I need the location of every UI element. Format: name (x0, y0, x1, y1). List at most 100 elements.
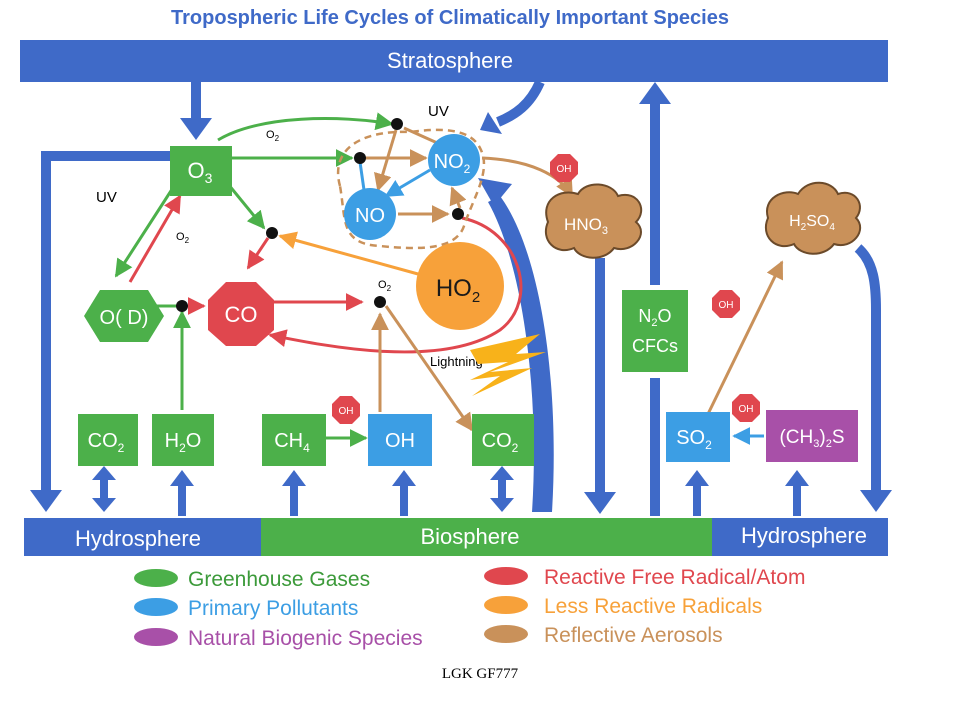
dms-exchange (785, 470, 809, 516)
strat-to-o3-head (180, 118, 212, 140)
junction-up-no2 (449, 186, 467, 209)
co2-right-node: CO2 (472, 414, 534, 466)
svg-text:OH: OH (385, 430, 415, 452)
legend: Greenhouse Gases Primary Pollutants Natu… (134, 566, 805, 650)
hydrosphere-left-band (24, 518, 261, 556)
svg-text:Less Reactive Radicals: Less Reactive Radicals (544, 595, 762, 618)
svg-text:OH: OH (557, 164, 572, 175)
no2-to-no (384, 168, 431, 198)
co-node: CO (208, 282, 274, 346)
ch4-exchange (282, 470, 306, 516)
o2-mid-label: O2 (176, 231, 190, 245)
junction-to-co2 (384, 305, 474, 432)
legend-swatch (484, 567, 528, 585)
reaction-junctions (176, 118, 464, 312)
slide-caption: LGK GF777 (441, 666, 519, 682)
legend-swatch (134, 569, 178, 587)
bottom-bands: Hydrosphere Biosphere Hydrosphere (24, 518, 888, 556)
n2o-cfcs-node: N2O CFCs (622, 290, 688, 372)
oh-badge-hno3: OH (550, 154, 578, 182)
oh-badge-ch4: OH (332, 396, 360, 424)
legend-swatch (134, 628, 178, 646)
n2o-to-strat-head (639, 82, 671, 104)
junction-dot (391, 118, 403, 130)
svg-text:NO: NO (355, 205, 385, 227)
no-node: NO (344, 188, 396, 240)
lightning-label: Lightning (430, 354, 483, 369)
o3-to-co-junction (226, 183, 266, 230)
o1d-node: O( D) (84, 290, 164, 342)
svg-text:Reflective Aerosols: Reflective Aerosols (544, 624, 723, 647)
svg-text:HO2: HO2 (436, 275, 480, 306)
h2o-node: H2O (152, 414, 214, 466)
reaction-labels: UV UV O2 O2 O2 Lightning (96, 103, 483, 369)
so2-node: SO2 (666, 412, 730, 462)
surface-exchange-arrows (92, 466, 809, 516)
svg-text:O3: O3 (188, 158, 213, 186)
oh-badge-so2: OH (732, 394, 760, 422)
svg-text:CO2: CO2 (88, 430, 125, 455)
legend-swatch (484, 596, 528, 614)
hno3-node: HNO3 (545, 183, 643, 259)
ch4-node: CH4 (262, 414, 326, 466)
junction-dot (354, 152, 366, 164)
legend-item-biogenic: Natural Biogenic Species (134, 627, 423, 650)
o1d-to-o3 (128, 194, 182, 283)
stratosphere-label: Stratosphere (387, 48, 513, 73)
ho2-node: HO2 (416, 242, 504, 330)
svg-text:CO2: CO2 (482, 430, 519, 455)
legend-item-pollutants: Primary Pollutants (134, 597, 358, 620)
h2so4-to-hydro-head (860, 490, 892, 512)
o3-to-hydrosphere-head (30, 490, 62, 512)
biosphere-band (261, 518, 712, 556)
legend-item-greenhouse: Greenhouse Gases (134, 568, 370, 591)
legend-swatch (134, 598, 178, 616)
hydrosphere-right-band (712, 518, 888, 556)
legend-item-less-reactive: Less Reactive Radicals (484, 595, 762, 618)
junction-dot (266, 227, 278, 239)
so2-to-h2so4 (706, 260, 784, 415)
so2-exchange (685, 470, 709, 516)
svg-text:Reactive Free Radical/Atom: Reactive Free Radical/Atom (544, 566, 805, 589)
o3-to-o1d (114, 179, 180, 278)
oh-badge-n2o: OH (712, 290, 740, 318)
no2-node: NO2 (428, 134, 480, 186)
svg-text:OH: OH (339, 406, 354, 417)
svg-text:OH: OH (739, 404, 754, 415)
svg-text:Natural Biogenic Species: Natural Biogenic Species (188, 627, 423, 650)
no-junction-down (358, 161, 366, 191)
ho2-red-loop (268, 216, 523, 354)
no2-to-hno3 (481, 156, 574, 198)
svg-text:CO: CO (225, 302, 258, 327)
svg-text:CFCs: CFCs (632, 336, 678, 356)
uv-left-label: UV (96, 189, 117, 206)
legend-swatch (484, 625, 528, 643)
o2-top-label: O2 (266, 129, 280, 143)
svg-text:OH: OH (719, 300, 734, 311)
svg-text:NO2: NO2 (434, 151, 471, 176)
h2so4-to-hydro-path (854, 244, 881, 490)
biosphere-label: Biosphere (420, 524, 519, 549)
h2so4-node: H2SO4 (765, 181, 862, 255)
svg-text:H2SO4: H2SO4 (789, 213, 835, 233)
co2-right-exchange (490, 466, 514, 512)
diagram-title: Tropospheric Life Cycles of Climatically… (171, 7, 729, 29)
co2-left-exchange (92, 466, 116, 512)
svg-text:SO2: SO2 (676, 427, 712, 452)
hydrosphere-left-label: Hydrosphere (75, 526, 201, 551)
reaction-arrows (114, 112, 784, 447)
svg-text:(CH3)2S: (CH3)2S (779, 427, 844, 450)
uv-to-no (374, 129, 398, 192)
junction-to-co-red (246, 237, 270, 270)
strat-to-no2-head (480, 112, 502, 134)
stratosphere-band: Stratosphere (20, 40, 888, 82)
oh-node: OH (368, 414, 432, 466)
species-nodes: O3 NO2 NO HO2 O( D) CO HNO3 (78, 134, 862, 466)
strat-to-no2-path (496, 79, 545, 127)
svg-text:Primary Pollutants: Primary Pollutants (188, 597, 358, 620)
svg-text:CH4: CH4 (274, 430, 310, 455)
junction-dot (374, 296, 386, 308)
ho2-to-co-junction (278, 231, 419, 276)
uv-top-label: UV (428, 103, 449, 120)
